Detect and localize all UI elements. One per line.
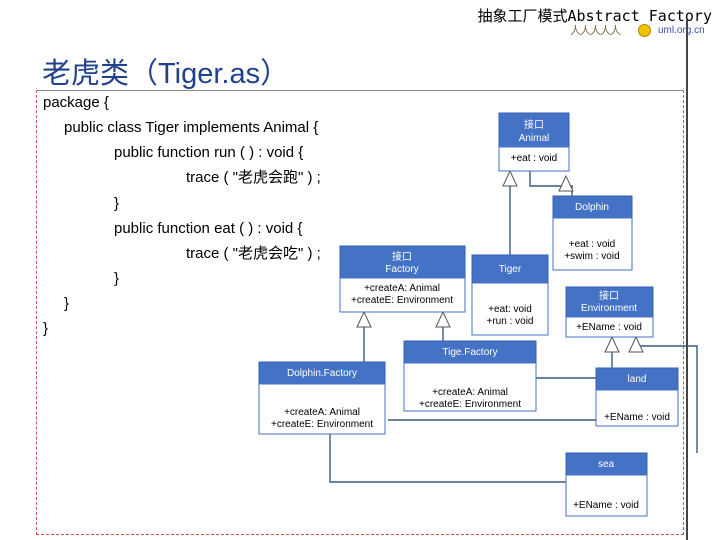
code-line-7: trace ( "老虎会吃" ) ; [186, 245, 321, 262]
class-tigefactory: Tige.Factory +createA: Animal +createE: … [403, 340, 537, 412]
class-animal-name: Animal [519, 133, 550, 144]
class-tigefactory-member-1: +createA: Animal [432, 387, 508, 398]
code-line-10: } [43, 320, 49, 337]
inherit-arrow-animal-2 [558, 174, 574, 192]
class-dolphin-member-1: +eat : void [569, 239, 615, 250]
class-environment-header [565, 286, 654, 318]
people-figures-icon: 人人人人人 [570, 25, 621, 37]
class-dolphin-member-2: +swim : void [564, 251, 619, 262]
class-sea-body [565, 474, 648, 517]
class-factory-member-2: +createE: Environment [351, 295, 453, 306]
class-tiger-member-1: +eat: void [488, 304, 532, 315]
code-line-2: public class Tiger implements Animal { [64, 119, 319, 136]
class-dolphinfactory-name: Dolphin.Factory [287, 368, 357, 379]
class-environment-body [565, 316, 654, 338]
code-line-6: public function eat ( ) : void { [114, 220, 303, 237]
class-dolphin-body [552, 217, 633, 271]
class-sea: sea +EName : void [565, 452, 648, 517]
class-tiger-header [471, 254, 549, 284]
class-environment-stereotype: 接口 [599, 289, 619, 302]
connector-dolphinfactory-sea [329, 432, 566, 483]
class-dolphinfactory: Dolphin.Factory +createA: Animal +create… [258, 361, 386, 435]
class-land-body [595, 389, 679, 427]
slide-title: 老虎类（Tiger.as） [42, 58, 290, 90]
logo-url: uml.org.cn [658, 25, 705, 36]
code-line-4: trace ( "老虎会跑" ) ; [186, 169, 321, 186]
code-line-3: public function run ( ) : void { [114, 144, 304, 161]
class-environment: 接口 Environment +EName : void [565, 286, 654, 338]
code-line-5: } [114, 195, 120, 212]
class-animal-header [498, 112, 570, 148]
class-sea-member-1: +EName : void [573, 500, 639, 511]
class-factory-stereotype: 接口 [392, 250, 412, 263]
site-logo: 人人人人人 uml.org.cn [566, 20, 712, 42]
class-land-name: land [628, 374, 647, 385]
class-dolphinfactory-member-1: +createA: Animal [284, 407, 360, 418]
class-environment-name: Environment [581, 303, 637, 314]
class-tiger-name: Tiger [499, 264, 522, 275]
class-sea-name: sea [598, 459, 615, 470]
header-title: 抽象工厂模式Abstract Factory [477, 7, 713, 25]
class-dolphinfactory-body [258, 383, 386, 435]
code-line-8: } [114, 270, 120, 287]
class-environment-member-1: +EName : void [576, 322, 642, 333]
class-dolphin-name: Dolphin [575, 202, 609, 213]
class-land: land +EName : void [595, 367, 679, 427]
content-frame-top [36, 90, 684, 91]
code-line-1: package { [43, 94, 109, 111]
class-land-member-1: +EName : void [604, 412, 670, 423]
class-factory-body [339, 277, 466, 313]
class-tiger: Tiger +eat: void +run : void [471, 254, 549, 336]
class-factory-member-1: +createA: Animal [364, 283, 440, 294]
class-tigefactory-member-2: +createE: Environment [419, 399, 521, 410]
class-dolphin: Dolphin +eat : void +swim : void [552, 195, 633, 271]
class-tiger-body [471, 282, 549, 336]
class-animal-body [498, 146, 570, 172]
inherit-arrow-factory-1 [356, 310, 372, 328]
class-factory-name: Factory [385, 264, 418, 275]
code-line-9: } [64, 295, 70, 312]
class-tigefactory-name: Tige.Factory [442, 347, 497, 358]
class-tigefactory-body [403, 362, 537, 412]
inherit-arrow-environment-1 [604, 335, 620, 353]
class-animal: 接口 Animal +eat : void [498, 112, 570, 172]
inherit-arrow-animal-1 [502, 169, 518, 187]
class-factory: 接口 Factory +createA: Animal +createE: En… [339, 245, 466, 313]
inherit-arrow-factory-2 [435, 310, 451, 328]
class-animal-member-1: +eat : void [511, 153, 557, 164]
smiley-icon [638, 24, 651, 37]
class-factory-header [339, 245, 466, 279]
class-tiger-member-2: +run : void [487, 316, 534, 327]
right-divider [686, 20, 688, 540]
inherit-arrow-environment-2 [628, 335, 644, 353]
class-dolphinfactory-member-2: +createE: Environment [271, 419, 373, 430]
class-animal-stereotype: 接口 [524, 118, 544, 131]
